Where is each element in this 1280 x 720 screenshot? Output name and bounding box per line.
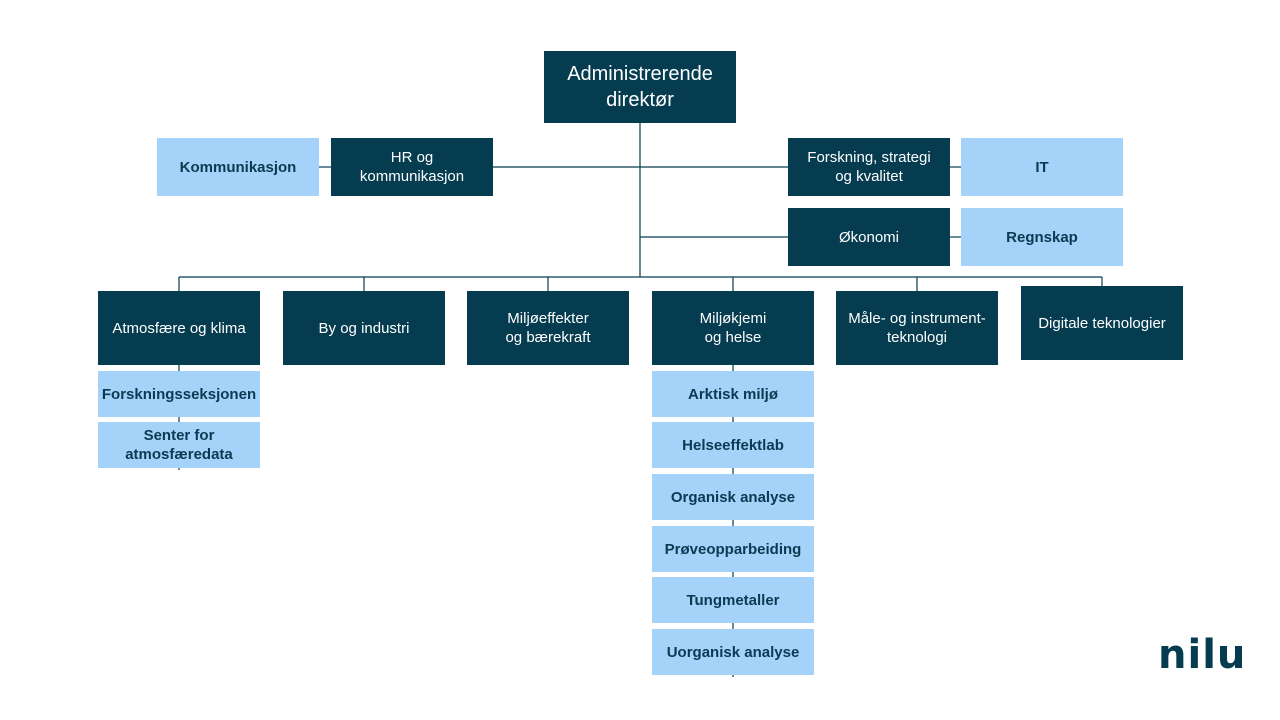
section-label: Forskningsseksjonen — [101, 385, 257, 403]
it-box: IT — [961, 138, 1123, 196]
department-box: Atmosfære og klima — [98, 291, 260, 365]
section-label: Senter for atmosfæredata — [125, 427, 233, 463]
section-box: Arktisk miljø — [652, 371, 814, 417]
section-label: Prøveopparbeiding — [664, 540, 802, 558]
department-box: Miljøeffekter og bærekraft — [467, 291, 629, 365]
administrerende-direktor-box: Administrerende direktør — [544, 51, 736, 123]
department-label: Digitale teknologier — [1038, 314, 1166, 332]
department-label: Atmosfære og klima — [112, 319, 246, 337]
kommunikasjon-box: Kommunikasjon — [157, 138, 319, 196]
hr-kommunikasjon-box: HR og kommunikasjon — [331, 138, 493, 196]
section-label: Arktisk miljø — [687, 385, 779, 403]
section-label: Uorganisk analyse — [666, 643, 800, 661]
section-box: Helseeffektlab — [652, 422, 814, 468]
department-label: Miljøkjemi og helse — [699, 310, 767, 346]
okonomi-label: Økonomi — [838, 228, 900, 246]
regnskap-box: Regnskap — [961, 208, 1123, 266]
section-label: Helseeffektlab — [682, 436, 784, 454]
kommunikasjon-label: Kommunikasjon — [179, 158, 297, 176]
section-box: Senter for atmosfæredata — [98, 422, 260, 468]
department-box: Måle- og instrument- teknologi — [836, 291, 998, 365]
section-box: Tungmetaller — [652, 577, 814, 623]
department-box: By og industri — [283, 291, 445, 365]
section-box: Forskningsseksjonen — [98, 371, 260, 417]
section-label: Tungmetaller — [686, 591, 780, 609]
administrerende-direktor-label: Administrerende direktør — [567, 63, 713, 111]
department-label: Måle- og instrument- teknologi — [848, 310, 986, 346]
section-box: Uorganisk analyse — [652, 629, 814, 675]
section-box: Organisk analyse — [652, 474, 814, 520]
regnskap-label: Regnskap — [1006, 228, 1078, 246]
it-label: IT — [1035, 158, 1049, 176]
section-label: Organisk analyse — [670, 488, 796, 506]
department-box: Digitale teknologier — [1021, 286, 1183, 360]
forskning-strategi-label: Forskning, strategi og kvalitet — [807, 149, 931, 185]
department-box: Miljøkjemi og helse — [652, 291, 814, 365]
department-label: Miljøeffekter og bærekraft — [505, 310, 591, 346]
hr-kommunikasjon-label: HR og kommunikasjon — [359, 149, 465, 185]
forskning-strategi-box: Forskning, strategi og kvalitet — [788, 138, 950, 196]
okonomi-box: Økonomi — [788, 208, 950, 266]
section-box: Prøveopparbeiding — [652, 526, 814, 572]
department-label: By og industri — [318, 319, 410, 337]
nilu-logo: nilu — [1158, 632, 1247, 678]
